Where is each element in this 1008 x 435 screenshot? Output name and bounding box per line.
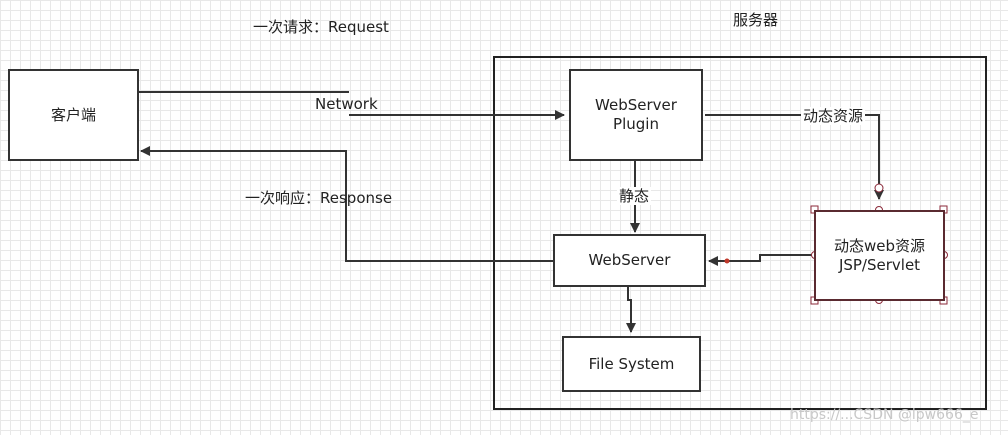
- webserver-plugin-label-line2: Plugin: [613, 115, 659, 133]
- dynamic-to-webserver-arrow: [708, 254, 814, 266]
- server-title: 服务器: [733, 11, 779, 29]
- client-box[interactable]: 客户端: [8, 69, 139, 161]
- client-label: 客户端: [50, 105, 96, 124]
- file-system-label: File System: [588, 354, 675, 373]
- filesystem-arrow: [626, 286, 636, 333]
- response-arrow: [140, 146, 553, 262]
- watermark: https://...CSDN @lpw666_e: [790, 407, 979, 423]
- webserver-label: WebServer: [588, 251, 671, 269]
- dynamic-web-label-line2: JSP/Servlet: [838, 255, 921, 274]
- dynamic-web-label-line1: 动态web资源: [833, 236, 926, 255]
- network-label: Network: [315, 95, 378, 113]
- file-system-box[interactable]: File System: [562, 336, 701, 392]
- webserver-box[interactable]: WebServer: [553, 234, 706, 287]
- request-label: 一次请求：Request: [253, 18, 389, 36]
- static-label: 静态: [617, 187, 652, 205]
- server-container: [493, 56, 987, 410]
- dynamic-web-resource-box[interactable]: 动态web资源 JSP/Servlet: [814, 210, 945, 301]
- response-label: 一次响应：Response: [245, 189, 393, 207]
- dynamic-resource-arrow: [705, 114, 884, 200]
- webserver-plugin-box[interactable]: WebServer Plugin: [569, 69, 703, 161]
- dynamic-resource-label: 动态资源: [801, 107, 866, 125]
- webserver-plugin-label-line1: WebServer: [595, 96, 677, 114]
- connection-point: [724, 258, 730, 264]
